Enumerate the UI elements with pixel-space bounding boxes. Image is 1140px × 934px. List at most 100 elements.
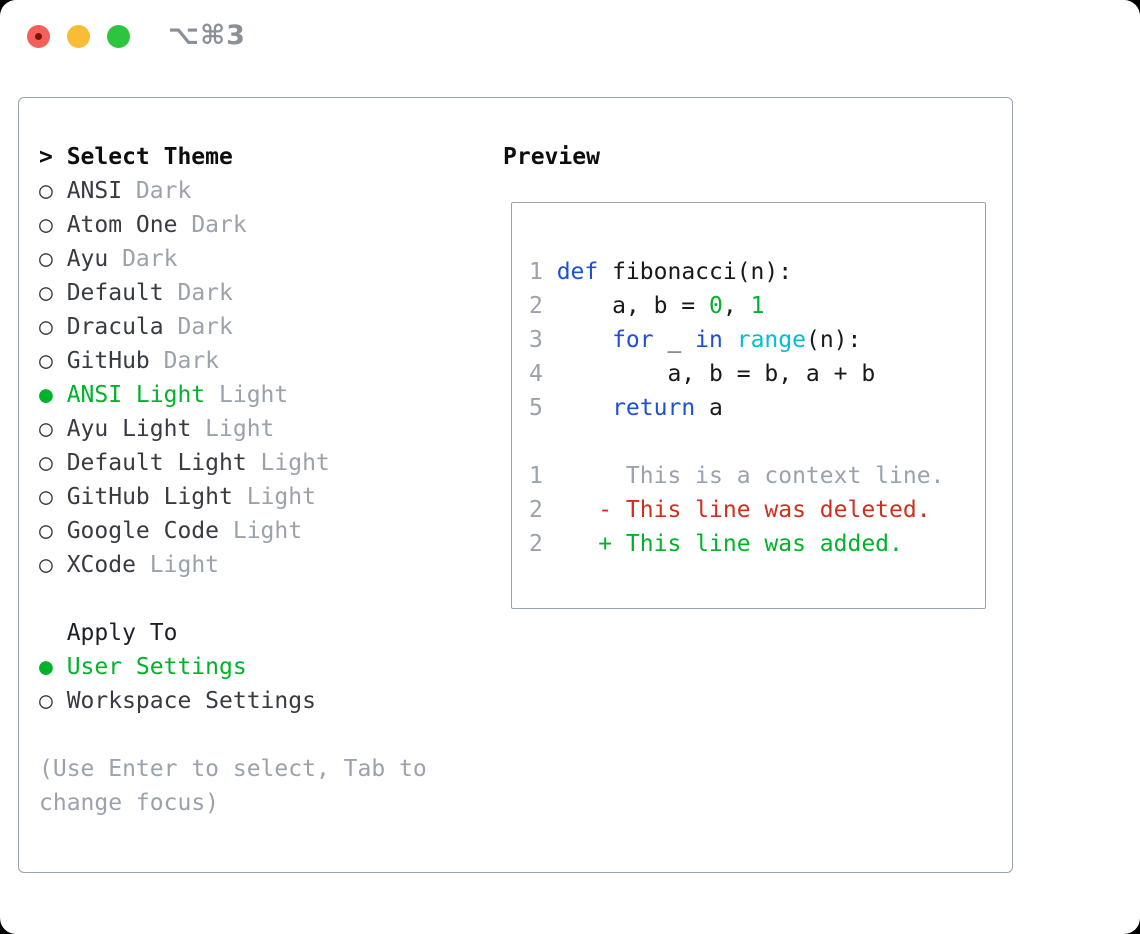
window-title: ⌥⌘3 <box>168 20 246 51</box>
line-number: 1 <box>529 259 543 285</box>
theme-option-dracula[interactable]: ○ Dracula Dark <box>39 310 484 344</box>
line-number: 3 <box>529 327 543 353</box>
preview-header: Preview <box>503 144 600 170</box>
record-dot-icon <box>35 33 42 40</box>
code-line: 4 a, b = b, a + b <box>529 357 985 391</box>
radio-icon: ○ <box>39 688 53 714</box>
spacer <box>39 718 484 752</box>
theme-option-label: GitHub Light <box>66 484 233 510</box>
window-titlebar: ⌥⌘3 <box>0 0 1140 72</box>
apply-to-list: ● User Settings ○Workspace Settings <box>39 650 484 718</box>
code-line: 2 a, b = 0, 1 <box>529 289 985 323</box>
code-line: 1 def fibonacci(n): <box>529 255 985 289</box>
radio-icon: ○ <box>39 416 53 442</box>
diff-line-added: 2 + This line was added. <box>529 527 985 561</box>
theme-option-label: Google Code <box>66 518 220 544</box>
theme-option-default-light[interactable]: ○ Default Light Light <box>39 446 484 480</box>
radio-icon: ○ <box>39 314 53 340</box>
theme-option-label: ANSI Light <box>66 382 206 408</box>
diff-text: This is a context line. <box>556 463 945 489</box>
theme-variant-tag: Dark <box>163 348 220 374</box>
code-text: a, b = 0, 1 <box>556 293 765 319</box>
theme-option-label: Ayu Light <box>66 416 192 442</box>
theme-option-ayu-light[interactable]: ○ Ayu Light Light <box>39 412 484 446</box>
theme-variant-tag: Light <box>232 518 303 544</box>
spacer <box>39 582 484 616</box>
theme-variant-tag: Light <box>246 484 316 510</box>
theme-option-github-light[interactable]: ○ GitHub Light Light <box>39 480 484 514</box>
theme-variant-tag: Dark <box>135 178 192 204</box>
radio-icon: ○ <box>39 178 53 204</box>
radio-selected-icon: ● <box>39 654 53 680</box>
theme-variant-tag: Light <box>260 450 330 476</box>
diff-line-context: 1 This is a context line. <box>529 459 985 493</box>
radio-icon: ○ <box>39 246 53 272</box>
code-line: 5 return a <box>529 391 985 425</box>
theme-option-ansi[interactable]: ○ ANSI Dark <box>39 174 484 208</box>
theme-option-atom-one[interactable]: ○ Atom One Dark <box>39 208 484 242</box>
select-theme-header: > Select Theme <box>39 140 484 174</box>
theme-variant-tag: Light <box>205 416 275 442</box>
minimize-button[interactable] <box>67 25 90 48</box>
radio-selected-icon: ● <box>39 382 53 408</box>
line-number: 1 <box>529 463 543 489</box>
theme-variant-tag: Light <box>149 552 220 578</box>
cursor-prefix-icon: > <box>39 144 53 170</box>
theme-option-github[interactable]: ○ GitHub Dark <box>39 344 484 378</box>
apply-option-workspace-settings[interactable]: ○Workspace Settings <box>39 684 484 718</box>
line-number: 2 <box>529 531 543 557</box>
select-theme-title: Select Theme <box>66 144 233 170</box>
theme-option-label: XCode <box>66 552 136 578</box>
zoom-button[interactable] <box>107 25 130 48</box>
line-number: 4 <box>529 361 543 387</box>
line-number: 2 <box>529 293 543 319</box>
help-text: (Use Enter to select, Tab to change focu… <box>39 756 427 816</box>
code-line: 3 for _ in range(n): <box>529 323 985 357</box>
radio-icon: ○ <box>39 484 53 510</box>
line-number: 2 <box>529 497 543 523</box>
radio-icon: ○ <box>39 450 53 476</box>
radio-icon: ○ <box>39 348 53 374</box>
apply-option-user-settings[interactable]: ● User Settings <box>39 650 484 684</box>
diff-line-deleted: 2 - This line was deleted. <box>529 493 985 527</box>
theme-option-label: Default Light <box>66 450 247 476</box>
theme-option-label: Default <box>66 280 164 306</box>
theme-option-default[interactable]: ○ Default Dark <box>39 276 484 310</box>
theme-option-label: Dracula <box>66 314 164 340</box>
theme-variant-tag: Dark <box>191 212 247 238</box>
diff-text: + This line was added. <box>556 531 903 557</box>
theme-option-label: ANSI <box>66 178 123 204</box>
spacer <box>529 425 985 459</box>
radio-icon: ○ <box>39 280 53 306</box>
theme-variant-tag: Light <box>219 382 289 408</box>
theme-variant-tag: Dark <box>177 314 233 340</box>
theme-option-xcode[interactable]: ○ XCode Light <box>39 548 484 582</box>
code-text: return a <box>612 395 723 421</box>
theme-option-label: GitHub <box>66 348 150 374</box>
code-text: for _ in range(n): <box>612 327 862 353</box>
theme-variant-tag: Dark <box>177 280 233 306</box>
radio-icon: ○ <box>39 552 53 578</box>
theme-option-label: Ayu <box>66 246 109 272</box>
diff-text: - This line was deleted. <box>556 497 931 523</box>
theme-option-label: Atom One <box>66 212 178 238</box>
theme-option-ansi-light[interactable]: ● ANSI Light Light <box>39 378 484 412</box>
radio-icon: ○ <box>39 212 53 238</box>
radio-icon: ○ <box>39 518 53 544</box>
apply-option-label: User Settings <box>66 654 247 680</box>
code-text: a, b = b, a + b <box>556 361 876 387</box>
code-text: def fibonacci(n): <box>556 259 793 285</box>
theme-option-google-code[interactable]: ○ Google Code Light <box>39 514 484 548</box>
apply-to-header: Apply To <box>66 620 178 646</box>
line-number: 5 <box>529 395 543 421</box>
close-button[interactable] <box>27 25 50 48</box>
diff-sample: 1 This is a context line.2 - This line w… <box>529 459 985 561</box>
